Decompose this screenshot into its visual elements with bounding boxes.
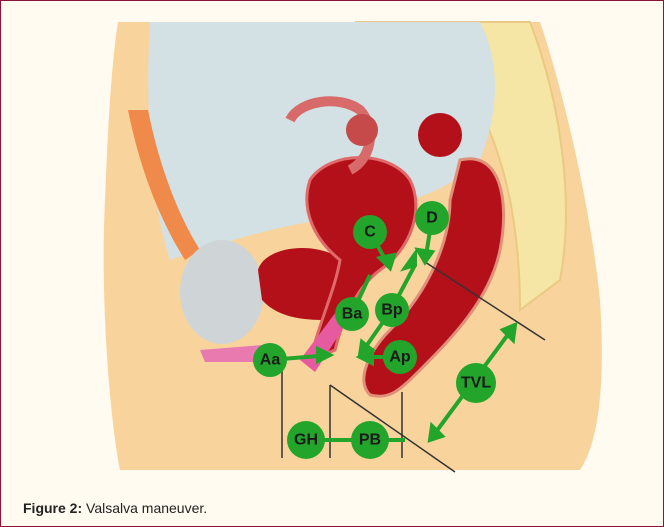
marker-Aa: Aa — [253, 343, 287, 377]
figure-caption: Figure 2: Valsalva maneuver. — [23, 500, 207, 516]
marker-Ba: Ba — [335, 297, 369, 331]
marker-C: C — [353, 215, 387, 249]
ovary — [346, 114, 378, 146]
marker-Ap: Ap — [383, 340, 417, 374]
caption-label: Figure 2: — [23, 500, 82, 516]
marker-TVL: TVL — [456, 363, 496, 403]
marker-GH: GH — [287, 421, 325, 459]
marker-label-Ap: Ap — [389, 349, 411, 366]
marker-label-Ba: Ba — [342, 306, 363, 323]
marker-label-GH: GH — [294, 432, 318, 449]
marker-label-C: C — [364, 224, 376, 241]
rectum-top — [418, 113, 462, 157]
marker-D: D — [415, 201, 449, 235]
marker-label-PB: PB — [359, 432, 381, 449]
marker-label-Bp: Bp — [381, 302, 403, 319]
pubic-bone — [180, 240, 264, 344]
marker-label-TVL: TVL — [461, 375, 491, 392]
marker-label-D: D — [426, 210, 438, 227]
caption-text: Valsalva maneuver. — [86, 500, 207, 516]
marker-Bp: Bp — [375, 293, 409, 327]
marker-PB: PB — [351, 421, 389, 459]
marker-label-Aa: Aa — [260, 352, 281, 369]
